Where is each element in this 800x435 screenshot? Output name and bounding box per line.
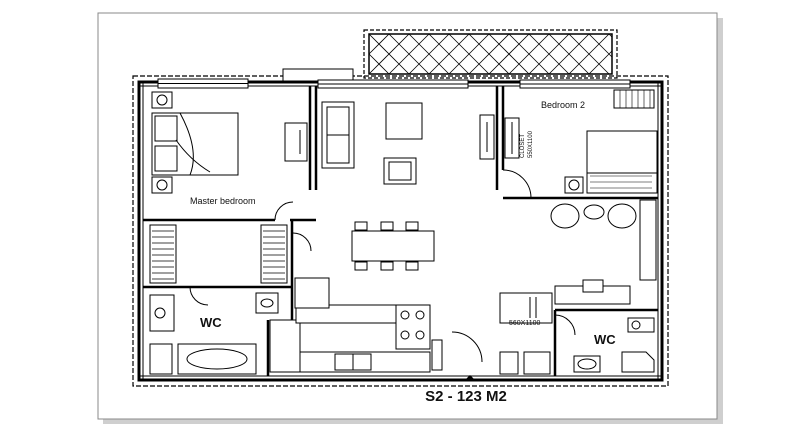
windows xyxy=(157,68,631,89)
room-label-wc-right: WC xyxy=(594,332,616,347)
entrance-marker xyxy=(464,375,476,381)
bedroom2-wardrobe xyxy=(639,199,657,281)
tv-console xyxy=(479,114,495,160)
right-wc-fixtures xyxy=(499,317,655,375)
master-wardrobe-left xyxy=(149,224,177,284)
cabinet-size-label: 560X1100 xyxy=(509,320,541,327)
plan-caption: S2 - 123 M2 xyxy=(425,388,507,405)
unit-boundary xyxy=(132,75,669,387)
room-label-bedroom-2: Bedroom 2 xyxy=(541,100,585,110)
master-desk xyxy=(284,122,308,162)
coffee-table xyxy=(385,102,423,140)
interior-walls xyxy=(143,86,658,376)
master-wardrobe-right xyxy=(260,224,288,284)
balcony xyxy=(363,29,618,79)
bedroom2-seating xyxy=(550,203,637,229)
closet-label: CLOSET xyxy=(520,134,526,158)
room-label-wc-left: WC xyxy=(200,315,222,330)
dining-table xyxy=(351,221,435,271)
kitchen-counter xyxy=(269,277,443,373)
left-wc-fixtures xyxy=(149,292,279,375)
sofa xyxy=(321,101,355,169)
study-desk xyxy=(499,279,631,324)
armchair xyxy=(383,157,417,185)
bedroom2-closet xyxy=(504,117,520,159)
room-label-master-bedroom: Master bedroom xyxy=(190,196,256,206)
master-bed xyxy=(151,91,239,194)
closet-size-label: 550X1100 xyxy=(528,130,534,158)
door-swings xyxy=(189,169,576,363)
bedroom2-bed xyxy=(564,89,658,194)
